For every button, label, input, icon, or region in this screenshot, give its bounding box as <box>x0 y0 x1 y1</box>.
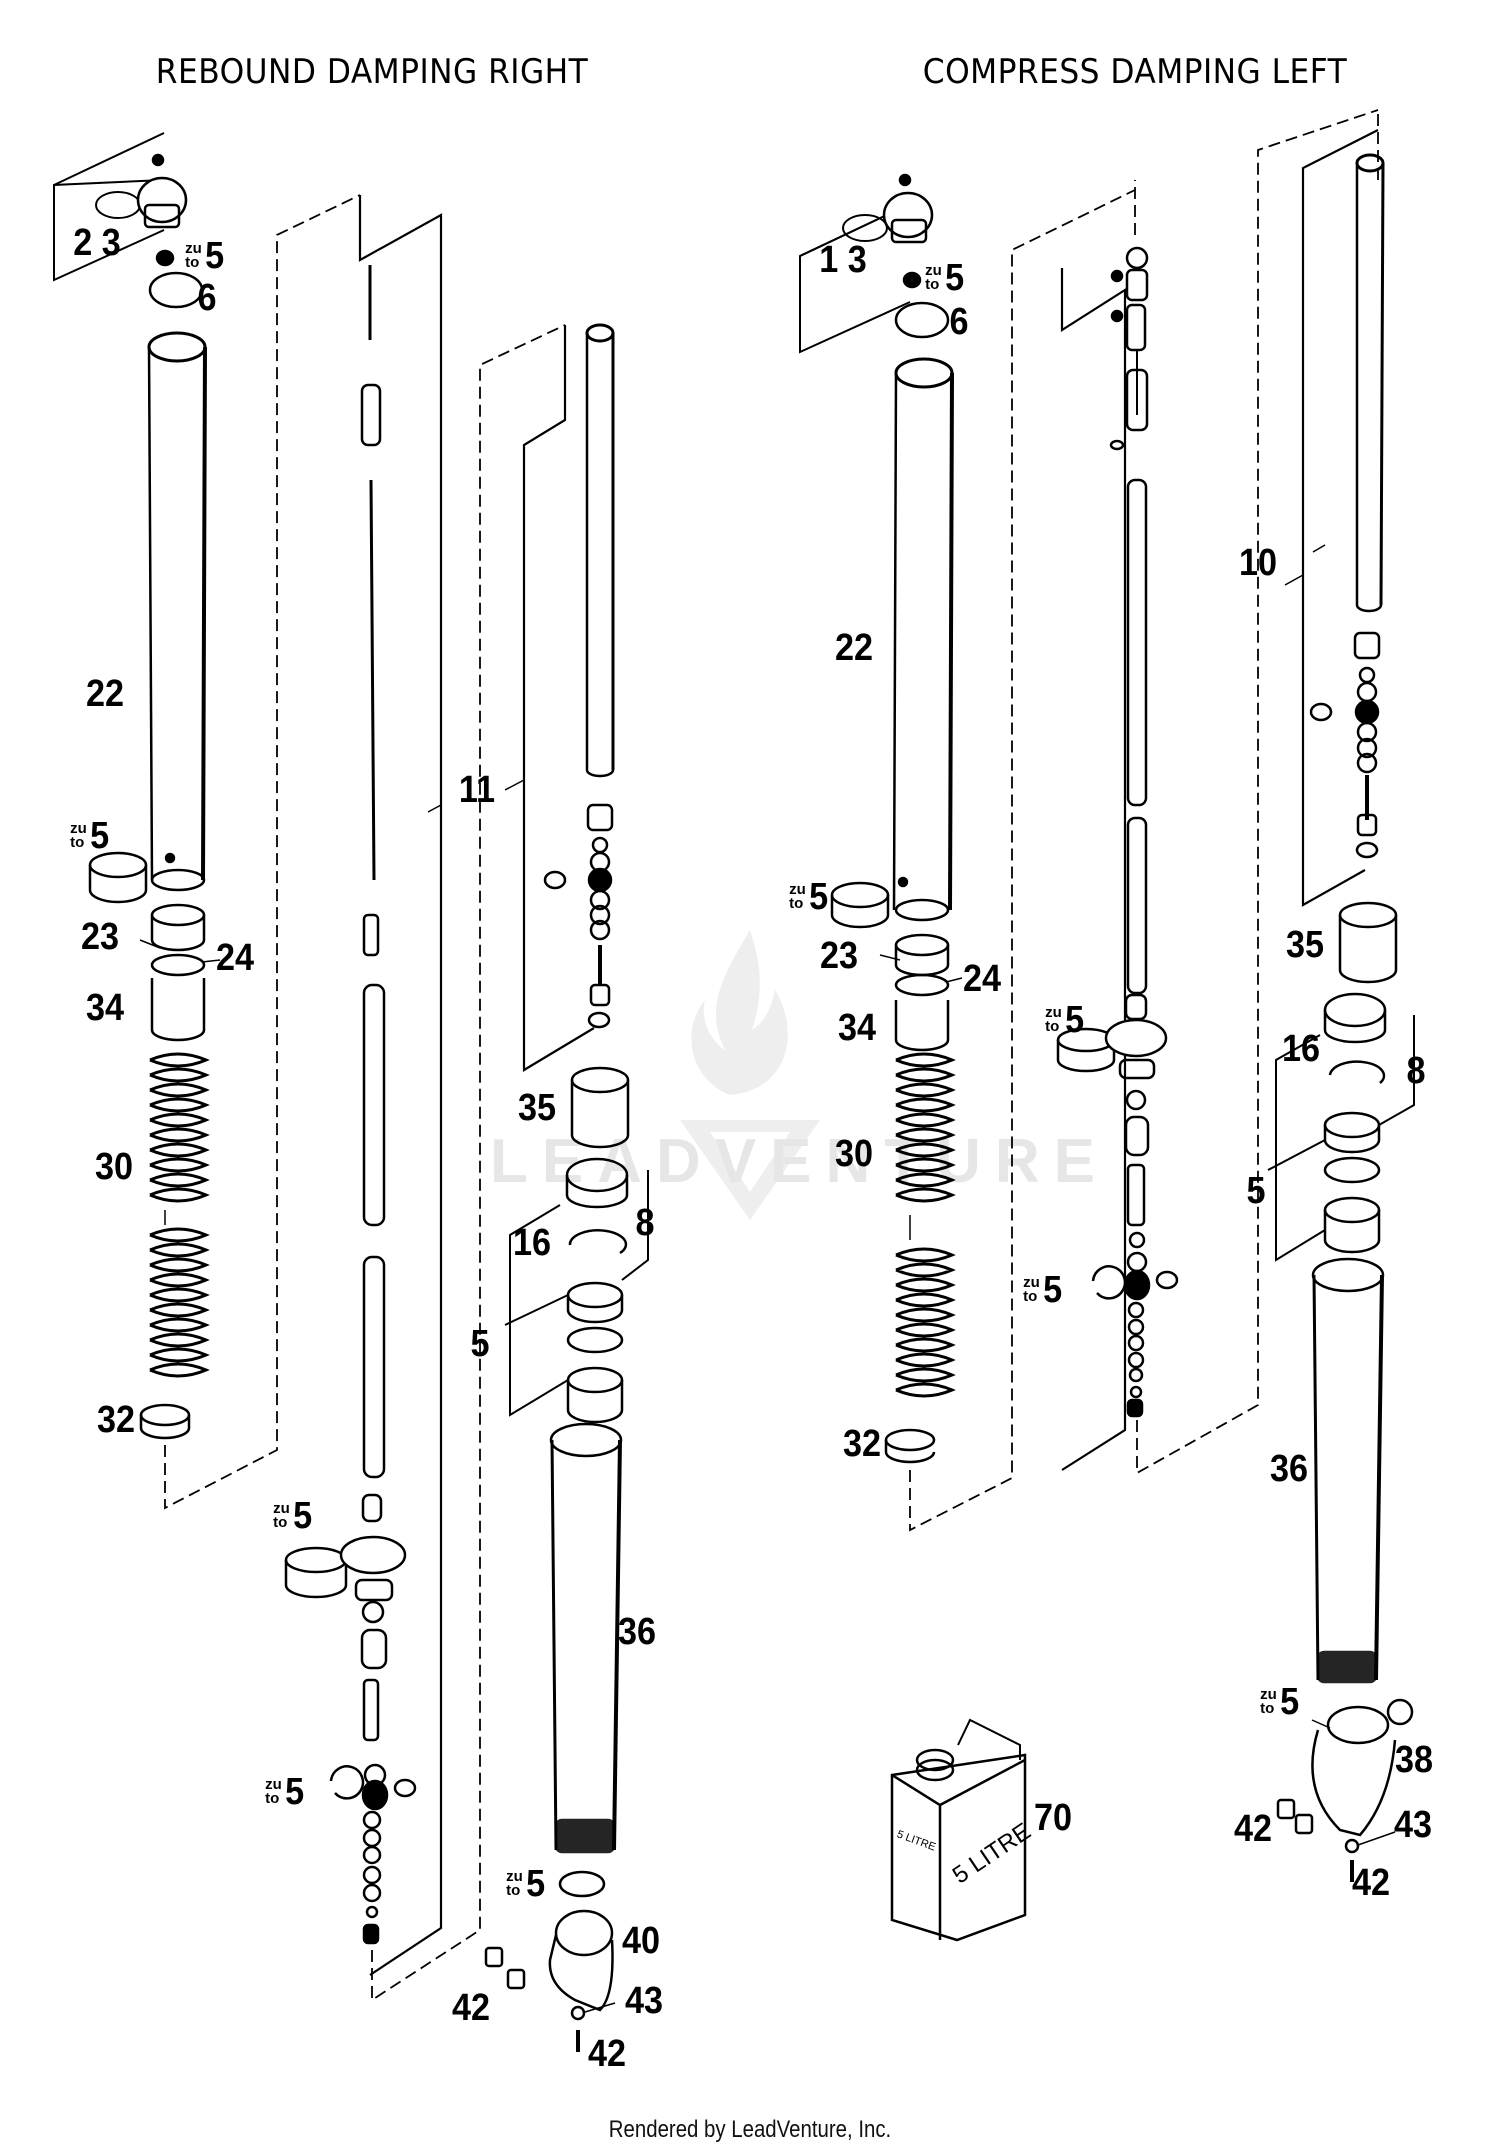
right-callout-35[interactable]: 35 <box>1285 924 1325 966</box>
right-callout-8[interactable]: 8 <box>1406 1050 1426 1092</box>
left-callout-42a[interactable]: 42 <box>451 1987 491 2029</box>
reference-number: 5 <box>284 1771 304 1813</box>
zu-text: zu <box>1023 1274 1040 1291</box>
left-callout-16[interactable]: 16 <box>512 1222 552 1264</box>
left-callout-11[interactable]: 11 <box>458 769 496 811</box>
zu-text: zu <box>789 881 806 898</box>
zu-text: zu <box>265 1776 282 1793</box>
reference-number: 5 <box>292 1495 312 1537</box>
title-rebound-damping-right: REBOUND DAMPING RIGHT <box>155 52 589 92</box>
to-text: to <box>789 895 804 912</box>
to-text: to <box>506 1882 521 1899</box>
right-callout-43[interactable]: 43 <box>1393 1804 1433 1846</box>
to-text: to <box>925 276 940 293</box>
left-callout-34[interactable]: 34 <box>85 987 125 1029</box>
to-text: to <box>1023 1288 1038 1305</box>
left-callout-32[interactable]: 32 <box>96 1399 136 1441</box>
right-callout-38[interactable]: 38 <box>1394 1739 1434 1781</box>
left-callout-2-3[interactable]: 2 3 <box>73 222 121 264</box>
left-callout-42b[interactable]: 42 <box>587 2033 627 2075</box>
zu-text: zu <box>1260 1686 1277 1703</box>
zu-text: zu <box>273 1500 290 1517</box>
right-callout-1-3[interactable]: 1 3 <box>819 239 867 281</box>
left-callout-5[interactable]: 5 <box>470 1323 490 1365</box>
zu-text: zu <box>1045 1004 1062 1021</box>
right-callout-16[interactable]: 16 <box>1281 1028 1321 1070</box>
to-text: to <box>70 834 85 851</box>
zu-text: zu <box>506 1868 523 1885</box>
right-callout-23[interactable]: 23 <box>819 935 859 977</box>
to-text: to <box>1260 1700 1275 1717</box>
left-callout-35[interactable]: 35 <box>517 1087 557 1129</box>
left-callout-40[interactable]: 40 <box>621 1920 661 1962</box>
right-callout-6[interactable]: 6 <box>949 301 969 343</box>
right-callout-36[interactable]: 36 <box>1269 1448 1309 1490</box>
left-callout-6[interactable]: 6 <box>197 277 217 319</box>
reference-number: 5 <box>808 876 828 918</box>
reference-number: 5 <box>1042 1269 1062 1311</box>
right-callout-70[interactable]: 70 <box>1033 1797 1073 1839</box>
right-callout-34[interactable]: 34 <box>837 1007 877 1049</box>
zu-text: zu <box>185 240 202 257</box>
left-callout-23[interactable]: 23 <box>80 916 120 958</box>
title-compress-damping-left: COMPRESS DAMPING LEFT <box>922 52 1348 92</box>
reference-number: 5 <box>944 257 964 299</box>
left-callout-22[interactable]: 22 <box>85 673 125 715</box>
reference-number: 5 <box>1064 999 1084 1041</box>
left-callout-8[interactable]: 8 <box>635 1202 655 1244</box>
to-text: to <box>1045 1018 1060 1035</box>
to-text: to <box>185 254 200 271</box>
reference-number: 5 <box>1279 1681 1299 1723</box>
right-callout-32[interactable]: 32 <box>842 1423 882 1465</box>
right-callout-42a[interactable]: 42 <box>1233 1808 1273 1850</box>
left-callout-24[interactable]: 24 <box>215 937 255 979</box>
zu-text: zu <box>70 820 87 837</box>
to-text: to <box>265 1790 280 1807</box>
reference-number: 5 <box>525 1863 545 1905</box>
right-callout-10[interactable]: 10 <box>1238 542 1278 584</box>
right-callout-42b[interactable]: 42 <box>1351 1862 1391 1904</box>
right-callout-24[interactable]: 24 <box>962 958 1002 1000</box>
right-callout-22[interactable]: 22 <box>834 627 874 669</box>
left-callout-36[interactable]: 36 <box>617 1611 657 1653</box>
zu-text: zu <box>925 262 942 279</box>
left-callout-30[interactable]: 30 <box>94 1146 134 1188</box>
reference-number: 5 <box>204 235 224 277</box>
watermark-text: LEADVENTURE <box>490 1127 1110 1196</box>
to-text: to <box>273 1514 288 1531</box>
right-callout-30[interactable]: 30 <box>834 1133 874 1175</box>
reference-number: 5 <box>89 815 109 857</box>
right-callout-5[interactable]: 5 <box>1246 1170 1266 1212</box>
footer-credit: Rendered by LeadVenture, Inc. <box>608 2116 892 2143</box>
left-callout-43[interactable]: 43 <box>624 1980 664 2022</box>
